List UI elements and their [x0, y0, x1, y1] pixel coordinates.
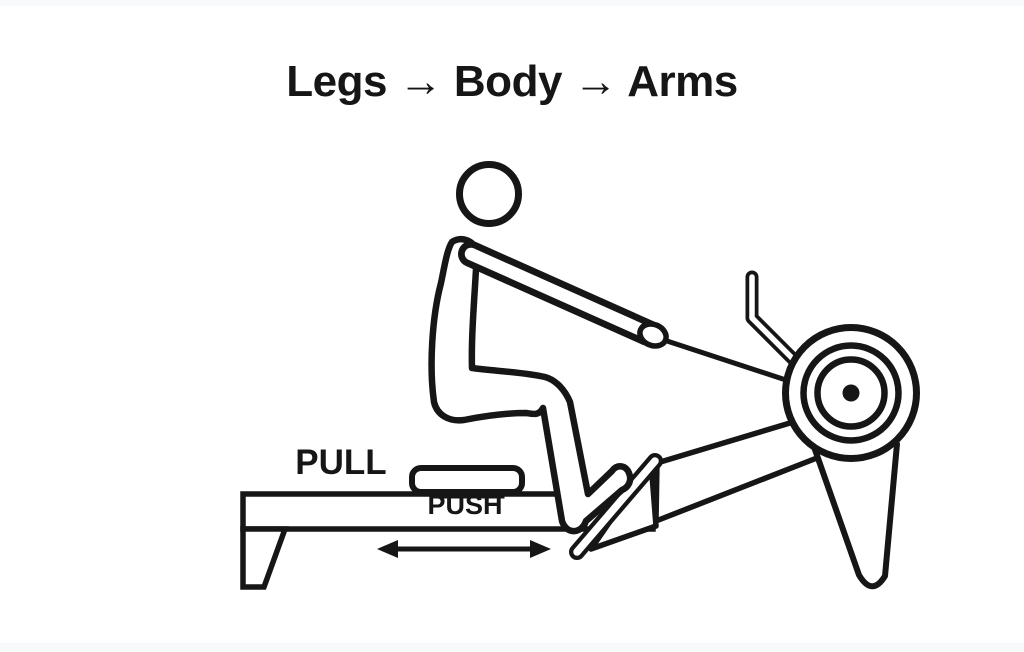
seat-top [409, 465, 525, 495]
rower-figure [428, 161, 669, 535]
letterbox-strip-top [0, 0, 1024, 6]
flywheel-hub-dot [842, 384, 860, 402]
slide-direction-arrow [377, 540, 551, 558]
footplate-board-inner [573, 457, 659, 556]
chain [663, 337, 793, 385]
monorail-front-leg [240, 526, 289, 590]
letterbox-strip-bottom [0, 643, 1024, 652]
pull-label: PULL [295, 443, 387, 482]
head [456, 161, 522, 227]
rowing-machine [240, 270, 920, 590]
footplate [569, 453, 663, 560]
seat [409, 465, 525, 499]
handle-rest-hook [745, 270, 801, 367]
arm [458, 241, 661, 346]
torso-and-leg [428, 236, 634, 535]
arrowhead-right [530, 540, 551, 558]
handle-grip [637, 321, 669, 349]
push-label: PUSH [427, 490, 503, 520]
flywheel-support-leg [810, 441, 900, 590]
arrowhead-left [377, 540, 398, 558]
flywheel [782, 324, 920, 462]
title: Legs → Body → Arms [286, 57, 738, 106]
